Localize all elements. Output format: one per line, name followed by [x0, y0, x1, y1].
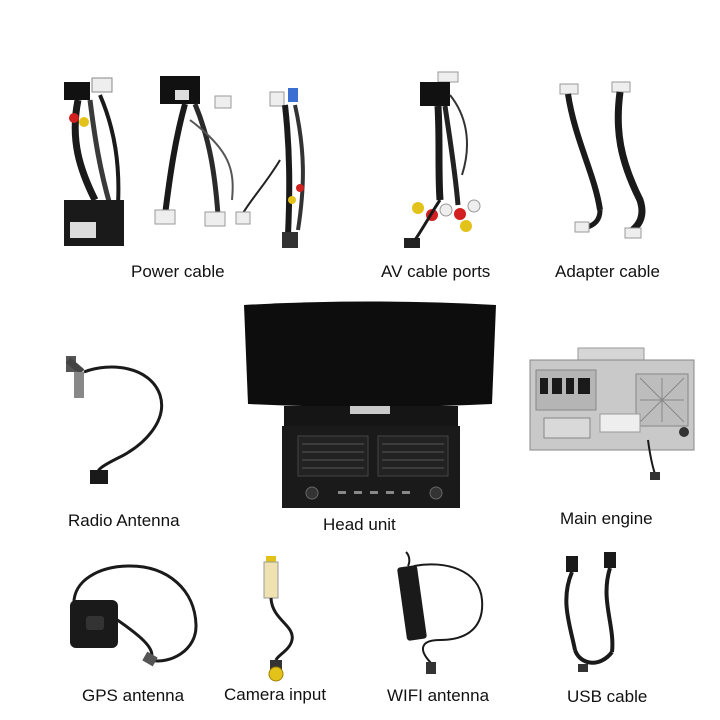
radio-antenna-label: Radio Antenna: [68, 511, 180, 530]
camera-input-label: Camera input: [224, 685, 327, 704]
power-cable-label: Power cable: [131, 262, 225, 281]
av-cable-label: AV cable ports: [381, 262, 491, 281]
gps-antenna-label: GPS antenna: [82, 686, 185, 705]
usb-cable-label: USB cable: [567, 687, 648, 706]
head-unit-label: Head unit: [323, 515, 396, 534]
main-engine-label: Main engine: [560, 509, 653, 528]
wifi-antenna-label: WIFI antenna: [387, 686, 490, 705]
adapter-cable-label: Adapter cable: [555, 262, 660, 281]
